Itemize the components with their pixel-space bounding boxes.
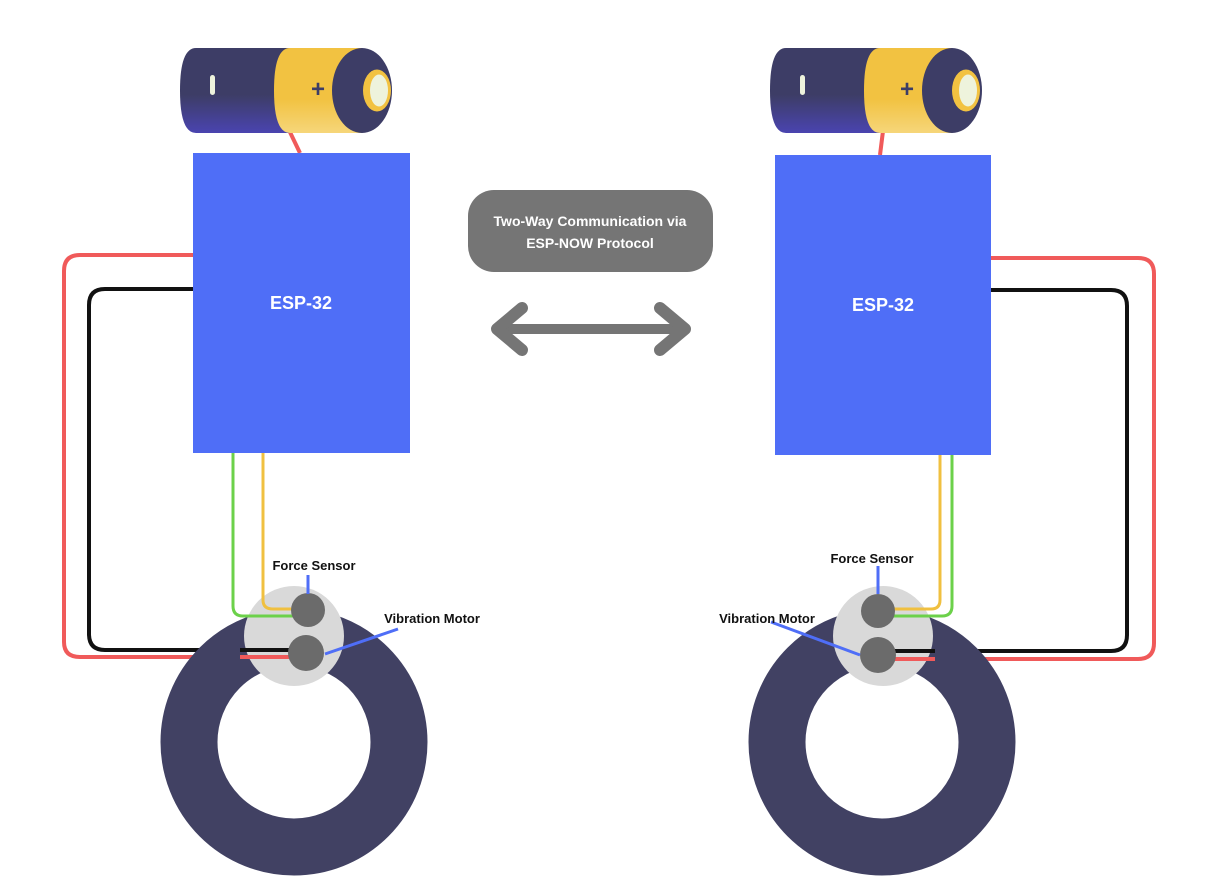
right-force-sensor-label: Force Sensor (830, 551, 913, 566)
communication-label-line1: Two-Way Communication via (494, 213, 687, 229)
left-vibration-motor-label: Vibration Motor (384, 611, 480, 626)
communication-label-line2: ESP-NOW Protocol (526, 235, 654, 251)
right-ground-wire (878, 288, 1129, 653)
right-power-wire (878, 256, 1156, 661)
left-signal-wire-green (231, 453, 308, 618)
left-vibration-motor-node (288, 635, 324, 671)
left-battery-plus: + (311, 76, 325, 103)
left-esp32-board (193, 153, 410, 453)
left-unit: ESP-32 + Force Sensor Vibration Motor (62, 48, 480, 876)
right-vibration-motor-label: Vibration Motor (719, 611, 815, 626)
right-vibration-motor-callout (770, 620, 861, 657)
left-force-sensor-label: Force Sensor (272, 558, 355, 573)
left-esp32-label: ESP-32 (270, 293, 332, 313)
left-battery: + (180, 48, 392, 133)
left-vibration-motor-callout (324, 627, 399, 656)
right-signal-wire-yellow (878, 455, 942, 611)
right-battery-plus: + (900, 76, 914, 103)
right-signal-wire-green (878, 455, 954, 618)
communication-link: Two-Way Communication via ESP-NOW Protoc… (468, 190, 713, 356)
left-signal-wire-yellow (261, 453, 308, 611)
right-esp32-label: ESP-32 (852, 295, 914, 315)
right-vibration-motor-node (860, 637, 896, 673)
left-power-wire (62, 253, 300, 659)
right-battery: + (770, 48, 982, 133)
right-force-sensor-node (861, 594, 895, 628)
communication-bubble (468, 190, 713, 272)
bidirectional-arrow (491, 302, 691, 356)
right-unit: ESP-32 + Force Sensor Vibration Motor (719, 48, 1156, 876)
right-battery-wire (878, 130, 885, 156)
right-esp32-board (775, 155, 991, 455)
left-force-sensor-node (291, 593, 325, 627)
left-ground-wire (87, 287, 300, 652)
